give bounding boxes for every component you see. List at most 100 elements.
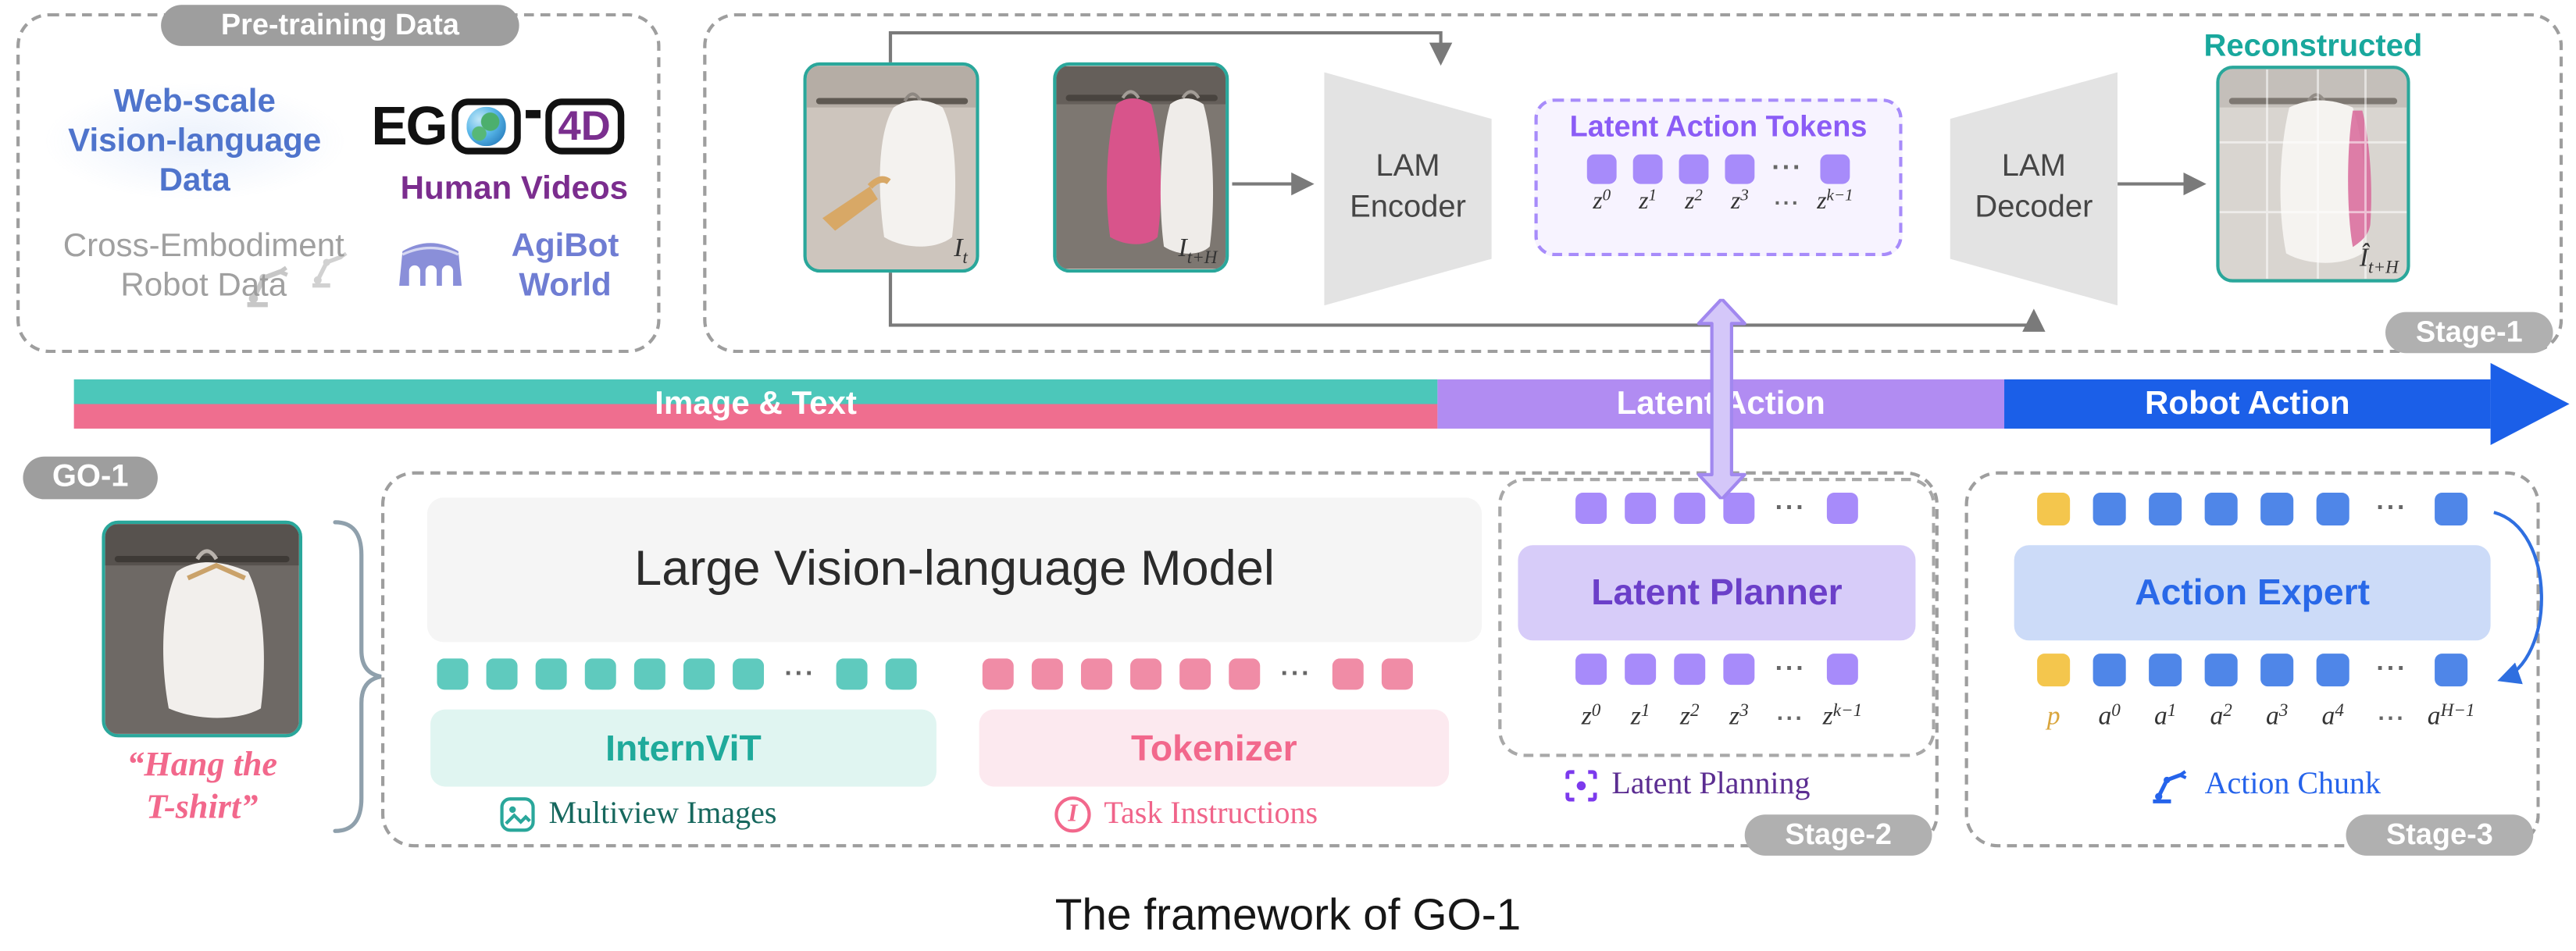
band-image-text-label: Image & Text: [655, 385, 857, 422]
ellipsis: ···: [2376, 494, 2408, 522]
stage1-box: [703, 12, 2564, 354]
reconstructed-label: Reconstructed: [2203, 29, 2423, 65]
token-square: [1725, 154, 1755, 184]
token-square: [2204, 492, 2238, 526]
image-label-It: It: [954, 234, 968, 268]
token-square: [1130, 658, 1162, 690]
action-expert-label: Action Expert: [2135, 571, 2371, 613]
action-bottom-token-row: ···: [2037, 654, 2468, 687]
token-square: [1723, 492, 1755, 524]
go1-label: GO-1: [52, 459, 129, 495]
stage1-pill: Stage-1: [2385, 312, 2553, 354]
token-square: [1575, 654, 1607, 686]
token-square: [2149, 654, 2182, 687]
token-square: [1826, 654, 1858, 686]
token-square: [1625, 492, 1657, 524]
glasses-left-lens: [451, 98, 521, 155]
ellipsis: ···: [2378, 704, 2407, 731]
figure-caption: The framework of GO-1: [1054, 889, 1522, 940]
ego4d-prefix: EG: [371, 94, 448, 156]
agibot-world-label: AgiBot World: [511, 228, 619, 305]
token-square: [2435, 654, 2468, 687]
observation-image-t-plus-H: It+H: [1053, 62, 1229, 273]
ellipsis: ···: [1775, 493, 1807, 522]
stage2-label: Stage-2: [1785, 817, 1892, 851]
image-token-row: ···: [437, 658, 917, 690]
cross-embodiment-label: Cross-Embodiment Robot Data: [62, 228, 344, 305]
token-square: [1820, 154, 1850, 184]
token-square: [1179, 658, 1211, 690]
tokenizer-box: Tokenizer: [979, 709, 1450, 787]
ellipsis: ···: [784, 659, 816, 688]
wardrobe-photo: [806, 66, 976, 269]
token-square: [1031, 658, 1063, 690]
recurrence-arrow: [2493, 511, 2543, 685]
token-square: [633, 658, 665, 690]
pretraining-title-pill: Pre-training Data: [161, 5, 519, 46]
latent-planner-box: Latent Planner: [1518, 545, 1916, 641]
ellipsis: ···: [1776, 704, 1805, 731]
token-square: [2260, 654, 2294, 687]
latent-planning-caption: Latent Planning: [1564, 767, 1811, 803]
token-square: [1080, 658, 1112, 690]
token-square: [1723, 654, 1755, 686]
token-square: [733, 658, 765, 690]
observation-image-t: It: [803, 62, 979, 273]
stage3-label: Stage-3: [2386, 817, 2493, 851]
token-square: [2093, 492, 2126, 526]
internvit-box: InternViT: [430, 709, 937, 787]
band-image-text: Image & Text: [73, 379, 1438, 429]
token-square: [486, 658, 518, 690]
latent-token-row: ···: [1538, 154, 1900, 184]
token-square: [982, 658, 1014, 690]
go1-pill: GO-1: [23, 456, 158, 500]
image-label-reconstructed: Ît+H: [2359, 244, 2399, 278]
token-square: [2093, 654, 2126, 687]
glasses-right-lens: 4D: [544, 98, 624, 155]
stage3-box: [1964, 471, 2540, 848]
multiview-images-icon: [500, 797, 535, 832]
token-square: [2204, 654, 2238, 687]
human-videos-label: Human Videos: [400, 170, 629, 208]
ellipsis: ···: [2376, 655, 2408, 683]
colosseum-icon: [399, 243, 462, 286]
go1-box: [380, 471, 1939, 848]
token-square: [683, 658, 715, 690]
latent-planning-label: Latent Planning: [1611, 767, 1811, 802]
token-square: [2260, 492, 2294, 526]
wardrobe-photo: [2219, 69, 2407, 280]
stage1-label: Stage-1: [2415, 315, 2523, 348]
internvit-label: InternViT: [605, 726, 762, 768]
instruction-text: “Hang the T-shirt”: [127, 743, 278, 827]
token-square: [584, 658, 616, 690]
text-token-row: ···: [982, 658, 1413, 690]
reconstructed-image: Ît+H: [2216, 66, 2410, 283]
ellipsis: ···: [1280, 659, 1312, 688]
band-robot-action-label: Robot Action: [2145, 385, 2350, 422]
stage3-pill: Stage-3: [2346, 814, 2534, 856]
ego4d-logo: EG 4D: [371, 94, 624, 158]
token-square: [1381, 658, 1413, 690]
ellipsis: ···: [1774, 190, 1801, 215]
label-p: p: [2046, 703, 2060, 731]
robot-arm-icon: [247, 265, 288, 308]
token-square: [836, 658, 868, 690]
web-scale-data-label: Web-scale Vision-language Data: [42, 82, 347, 201]
token-square: [1575, 492, 1607, 524]
